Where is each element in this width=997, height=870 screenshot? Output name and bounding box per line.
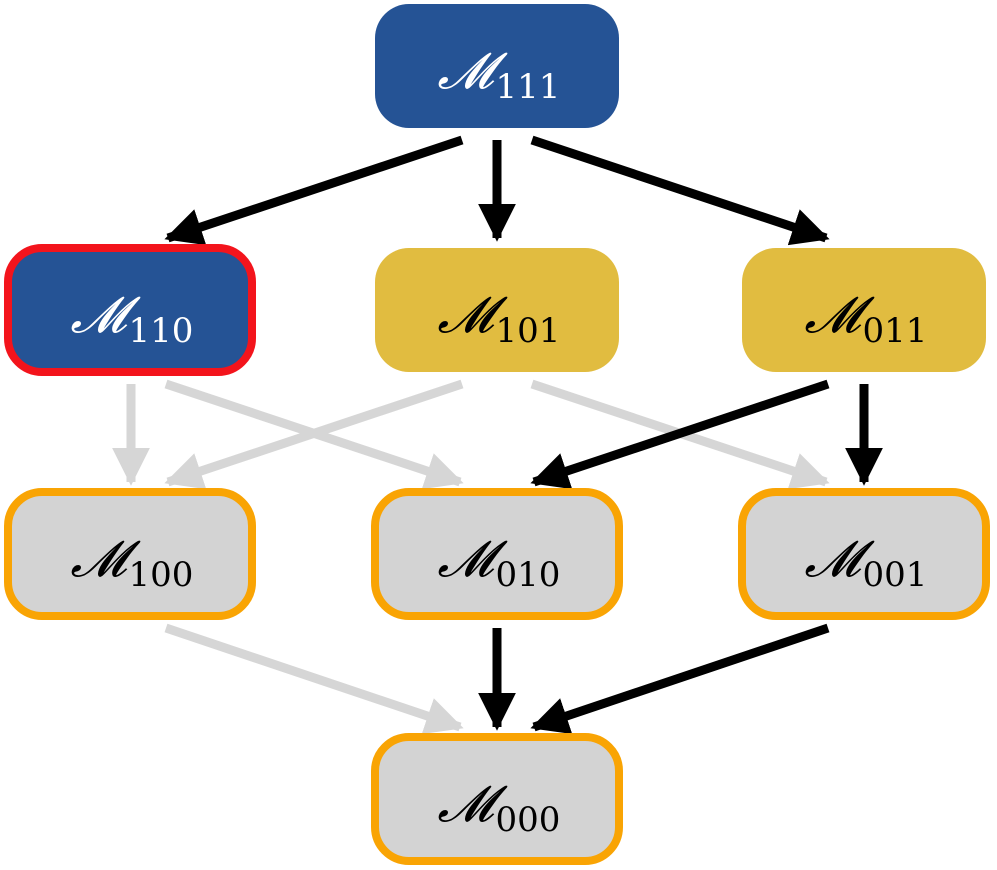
- node-m100: 𝓜100: [4, 488, 256, 620]
- edge-100-to-000: [164, 623, 464, 735]
- node-m110: 𝓜110: [4, 244, 256, 376]
- edge-111-to-011: [530, 135, 830, 246]
- node-label-m001: 𝓜001: [805, 530, 928, 595]
- node-box-m001: [738, 488, 990, 620]
- node-m111: 𝓜111: [375, 4, 619, 128]
- node-subscript: 010: [496, 555, 561, 595]
- node-label-m011: 𝓜011: [805, 286, 928, 351]
- node-m101: 𝓜101: [375, 248, 619, 372]
- node-subscript: 000: [496, 800, 561, 840]
- node-box-m110: [4, 244, 256, 376]
- edge-001-to-000: [530, 623, 830, 735]
- node-subscript: 011: [863, 311, 928, 351]
- edge-011-to-010: [530, 379, 830, 490]
- node-label-m100: 𝓜100: [71, 530, 194, 595]
- node-box-m111: [375, 4, 619, 128]
- node-m011: 𝓜011: [742, 248, 986, 372]
- node-box-m000: [371, 733, 623, 865]
- node-box-m010: [371, 488, 623, 620]
- node-box-m100: [4, 488, 256, 620]
- node-subscript: 001: [863, 555, 928, 595]
- node-subscript: 111: [496, 67, 561, 107]
- node-subscript: 100: [129, 555, 194, 595]
- node-m000: 𝓜000: [371, 733, 623, 865]
- node-box-m011: [742, 248, 986, 372]
- node-box-m101: [375, 248, 619, 372]
- edge-111-to-110: [164, 135, 464, 246]
- edge-101-to-100: [164, 379, 464, 490]
- node-m010: 𝓜010: [371, 488, 623, 620]
- edges-layer: [112, 135, 883, 735]
- node-label-m101: 𝓜101: [438, 286, 561, 351]
- node-subscript: 110: [129, 311, 194, 351]
- node-subscript: 101: [496, 311, 561, 351]
- node-m001: 𝓜001: [738, 488, 990, 620]
